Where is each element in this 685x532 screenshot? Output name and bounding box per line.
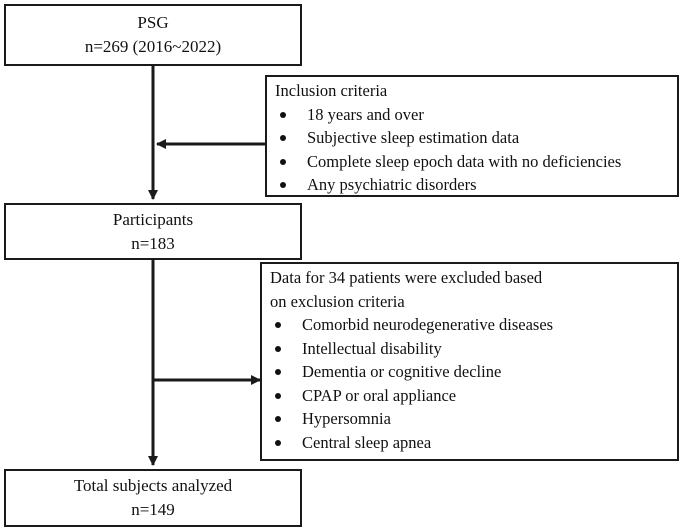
exclusion-heading-line1: Data for 34 patients were excluded based	[270, 268, 543, 287]
inclusion-item: Complete sleep epoch data with no defici…	[275, 150, 669, 174]
inclusion-item: Subjective sleep estimation data	[275, 126, 669, 150]
total-subjects-box: Total subjects analyzed n=149	[4, 469, 302, 527]
inclusion-item: Any psychiatric disorders	[275, 173, 669, 197]
exclusion-heading-line2: on exclusion criteria	[270, 291, 405, 311]
exclusion-item: Hypersomnia	[270, 407, 669, 431]
exclusion-item: CPAP or oral appliance	[270, 384, 669, 408]
participants-title: Participants	[112, 209, 194, 229]
exclusion-list: Comorbid neurodegenerative diseases Inte…	[270, 313, 669, 454]
exclusion-item: Central sleep apnea	[270, 431, 669, 455]
inclusion-list: 18 years and over Subjective sleep estim…	[275, 103, 669, 197]
psg-count: n=269 (2016~2022)	[84, 37, 222, 56]
inclusion-criteria-box: Inclusion criteria 18 years and over Sub…	[265, 75, 679, 197]
participants-count: n=183	[131, 233, 175, 253]
exclusion-item: Intellectual disability	[270, 337, 669, 361]
psg-title: PSG	[137, 13, 169, 32]
total-title: Total subjects analyzed	[73, 476, 233, 495]
exclusion-item: Dementia or cognitive decline	[270, 360, 669, 384]
inclusion-item: 18 years and over	[275, 103, 669, 127]
exclusion-item: Comorbid neurodegenerative diseases	[270, 313, 669, 337]
exclusion-criteria-box: Data for 34 patients were excluded based…	[260, 262, 679, 461]
psg-box: PSG n=269 (2016~2022)	[4, 4, 302, 66]
participants-box: Participants n=183	[4, 203, 302, 260]
total-count: n=149	[131, 500, 175, 519]
inclusion-heading: Inclusion criteria	[275, 81, 388, 100]
